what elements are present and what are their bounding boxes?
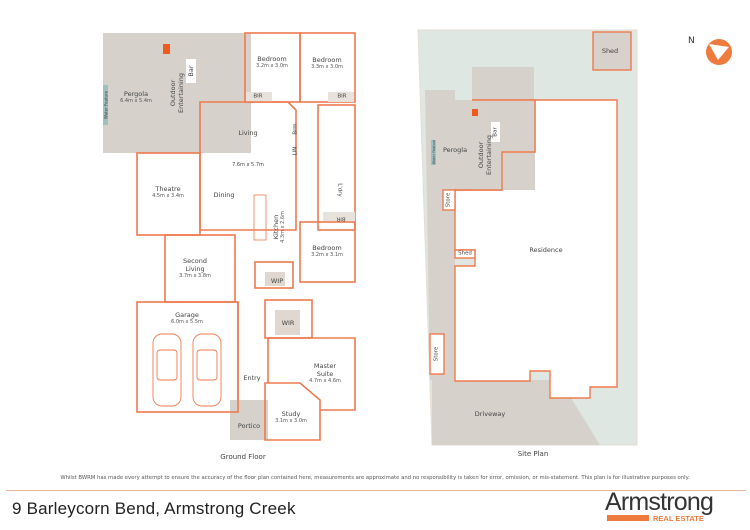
bir1 — [246, 92, 272, 102]
living-label: Living — [238, 128, 258, 137]
master-walls — [268, 337, 356, 411]
ground-floor-caption: Ground Floor — [220, 453, 266, 461]
site-shed-side-label: Shed — [458, 250, 472, 257]
outdoor-paving — [472, 100, 535, 190]
site-outdoor-label: Outdoor Entertaining — [476, 135, 493, 175]
portico-paving — [230, 400, 268, 440]
site-store2-label: Store — [433, 346, 440, 362]
shed-box — [592, 31, 632, 71]
outdoor-outline — [455, 99, 536, 191]
bar-label: Bar — [186, 65, 195, 77]
brm-label: Brm — [292, 123, 299, 135]
wir-label: WIR — [281, 318, 295, 327]
bir3-label: BIR — [336, 215, 346, 222]
study-walls — [264, 382, 321, 441]
outdoor-entertaining-label: Outdoor Entertaining — [168, 73, 185, 113]
bir3 — [323, 212, 355, 221]
pergola-paving — [103, 33, 251, 153]
site-shed-label: Shed — [601, 46, 619, 55]
bar-counter — [186, 59, 196, 83]
living-size: 7.6m x 5.7m — [232, 161, 264, 168]
logo-brand: Armstrong — [605, 488, 714, 516]
site-store1-label: Store — [445, 192, 452, 208]
site-perogla-label: Perogla — [442, 145, 468, 154]
portico-label: Portico — [237, 421, 261, 430]
property-address: 9 Barleycorn Bend, Armstrong Creek — [12, 499, 296, 518]
laundry-label: L'dry — [336, 183, 343, 197]
bbq-marker — [163, 44, 170, 54]
water-feature-label: Water Feature — [103, 90, 109, 120]
dining-label: Dining — [213, 190, 235, 199]
entry-walls — [237, 302, 269, 400]
rear-paving — [472, 67, 534, 102]
disclaimer: Whilst BWRM has made every attempt to en… — [60, 475, 690, 481]
car-icon — [152, 333, 222, 407]
footer-divider — [6, 490, 746, 491]
site-plan — [417, 29, 638, 446]
north-label: N — [688, 36, 695, 46]
logo-sub: REAL ESTATE — [653, 513, 704, 523]
wet-area-walls — [317, 104, 356, 231]
ground-floor-plan — [103, 32, 356, 441]
site-water-feature-label: Water Feature — [431, 139, 436, 165]
bedroom3-walls — [299, 221, 356, 283]
site-bbq-marker — [472, 109, 478, 116]
lin-label: LIN — [292, 146, 299, 156]
site-bar-box — [491, 122, 500, 142]
site-bar-label: Bar — [492, 127, 499, 137]
wir-box — [275, 310, 300, 335]
bedroom2-walls — [299, 32, 356, 103]
store2-box — [429, 333, 445, 375]
site-water-feature — [431, 140, 436, 165]
entry-label: Entry — [243, 373, 261, 382]
armstrong-logo: Armstrong REAL ESTATE — [603, 488, 723, 523]
wip-box — [265, 272, 285, 286]
compass-icon — [706, 39, 732, 65]
driveway-label: Driveway — [474, 409, 506, 418]
bir1-label: BIR — [253, 93, 263, 100]
shed-side-box — [454, 249, 476, 259]
wip-walls — [254, 261, 294, 289]
store1-box — [442, 189, 456, 211]
floor-plan-drawing — [103, 29, 732, 446]
bir2-label: BIR — [337, 93, 347, 100]
site-plan-caption: Site Plan — [517, 450, 549, 458]
bir2 — [328, 92, 354, 102]
water-feature-marker — [103, 85, 108, 125]
kitchen-island — [253, 194, 267, 241]
wip-label: WIP — [270, 276, 284, 285]
logo-bar — [607, 515, 649, 521]
residence-label: Residence — [529, 245, 563, 254]
